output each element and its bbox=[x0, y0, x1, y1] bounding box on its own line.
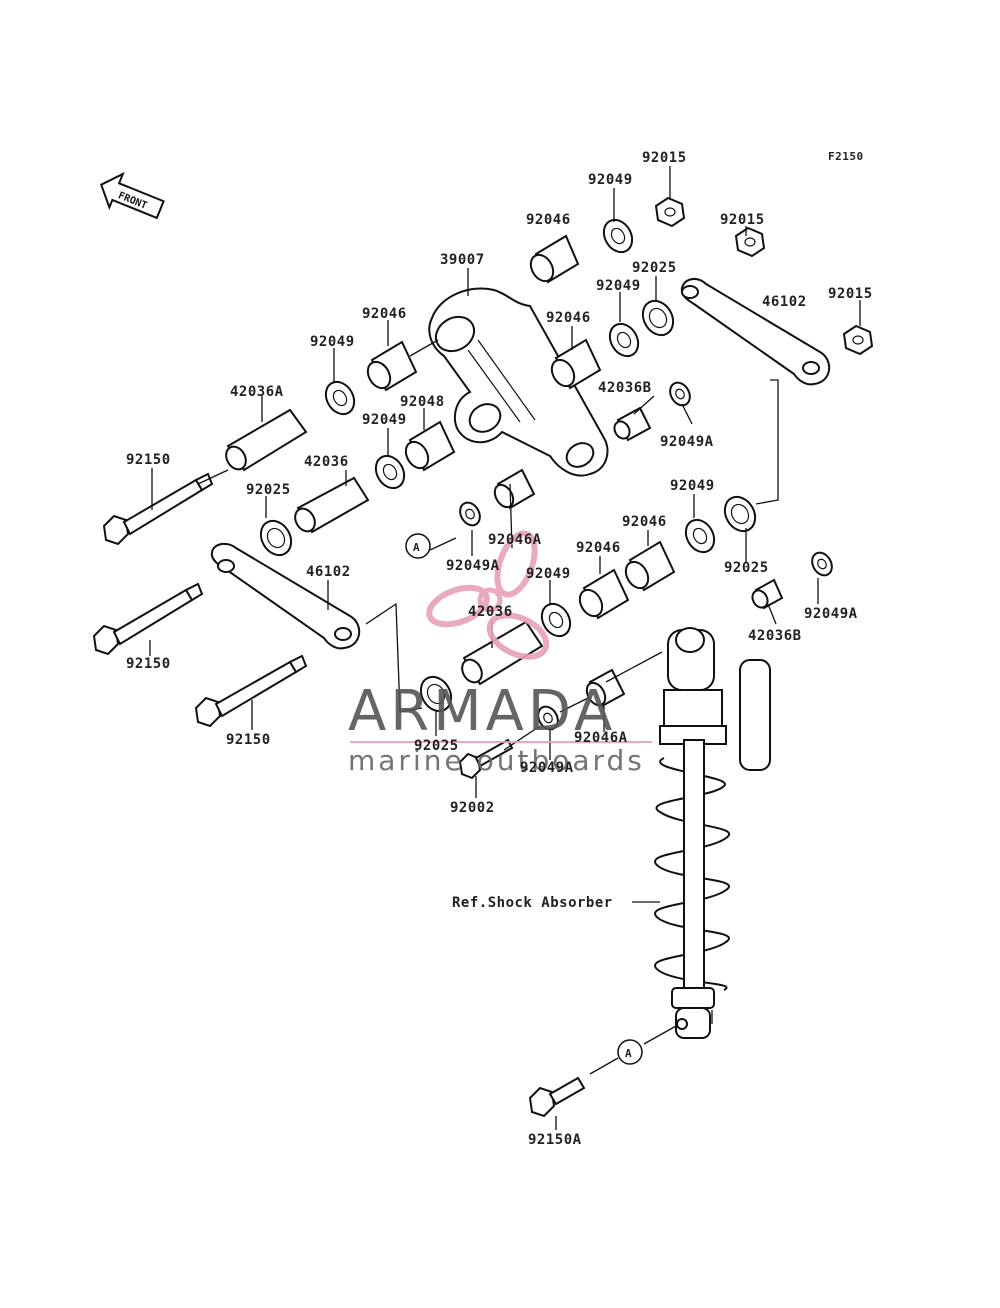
label-92049: 92049 bbox=[670, 478, 715, 494]
label-92015: 92015 bbox=[828, 286, 873, 302]
bearing-92046-right bbox=[624, 540, 676, 592]
label-92025: 92025 bbox=[632, 260, 677, 276]
label-42036b: 42036B bbox=[598, 380, 652, 396]
bolt-92150a bbox=[528, 1076, 586, 1118]
bearing-92046-left bbox=[366, 340, 418, 392]
callout-a-upper-letter: A bbox=[413, 541, 420, 554]
label-92048: 92048 bbox=[400, 394, 445, 410]
bearing-92046-mid bbox=[550, 338, 602, 390]
bearing-92046a-upper bbox=[493, 468, 536, 510]
label-42036: 42036 bbox=[468, 604, 513, 620]
bolt-92002 bbox=[458, 738, 514, 780]
label-39007: 39007 bbox=[440, 252, 485, 268]
watermark: ARMADA marine outboards bbox=[348, 530, 652, 777]
label-92046: 92046 bbox=[576, 540, 621, 556]
bolt-92150-middle bbox=[92, 582, 204, 656]
sleeve-42036-center bbox=[461, 620, 544, 686]
shock-absorber bbox=[654, 627, 771, 1039]
tie-rod-46102-upper bbox=[680, 277, 830, 386]
front-arrow-icon: FRONT bbox=[100, 171, 165, 220]
label-92049a: 92049A bbox=[446, 558, 500, 574]
label-92049a: 92049A bbox=[660, 434, 714, 450]
label-92049: 92049 bbox=[526, 566, 571, 582]
label-ref-shock-absorber: Ref.Shock Absorber bbox=[452, 895, 613, 911]
propeller-logo-icon bbox=[426, 530, 550, 660]
label-42036b: 42036B bbox=[748, 628, 802, 644]
part-labels: 92015 92049 92046 92015 39007 92025 9204… bbox=[126, 150, 873, 1148]
label-92046: 92046 bbox=[526, 212, 571, 228]
label-92150a: 92150A bbox=[528, 1132, 582, 1148]
sleeve-42036a bbox=[225, 408, 308, 472]
label-92015: 92015 bbox=[720, 212, 765, 228]
label-92049: 92049 bbox=[596, 278, 641, 294]
label-46102: 46102 bbox=[762, 294, 807, 310]
label-92046: 92046 bbox=[622, 514, 667, 530]
tie-rod-46102-lower bbox=[210, 542, 360, 650]
callout-a-lower: A bbox=[617, 1039, 643, 1065]
label-92150: 92150 bbox=[126, 452, 171, 468]
label-92025: 92025 bbox=[724, 560, 769, 576]
leader-lines bbox=[149, 166, 861, 1130]
label-42036a: 42036A bbox=[230, 384, 284, 400]
label-92025: 92025 bbox=[414, 738, 459, 754]
label-92046: 92046 bbox=[362, 306, 407, 322]
label-92015: 92015 bbox=[642, 150, 687, 166]
label-92049a: 92049A bbox=[520, 760, 574, 776]
label-92049a: 92049A bbox=[804, 606, 858, 622]
label-92046: 92046 bbox=[546, 310, 591, 326]
label-46102: 46102 bbox=[306, 564, 351, 580]
bearing-92048 bbox=[404, 420, 456, 472]
label-92049: 92049 bbox=[310, 334, 355, 350]
bolt-92150-upper bbox=[102, 472, 214, 546]
rocker-arm-39007 bbox=[428, 287, 609, 477]
label-92150: 92150 bbox=[126, 656, 171, 672]
label-92046a: 92046A bbox=[488, 532, 542, 548]
label-92046a: 92046A bbox=[574, 730, 628, 746]
sleeve-42036b-lower bbox=[751, 578, 784, 610]
callout-a-lower-letter: A bbox=[625, 1047, 632, 1060]
bearing-92046a-lower bbox=[585, 668, 626, 708]
label-42036: 42036 bbox=[304, 454, 349, 470]
label-92002: 92002 bbox=[450, 800, 495, 816]
bearing-92046-low bbox=[578, 568, 630, 620]
figure-code: F2150 bbox=[828, 150, 864, 163]
watermark-brand: ARMADA bbox=[348, 679, 616, 744]
bolt-92150-lower bbox=[194, 654, 308, 728]
sleeve-42036b-upper bbox=[613, 406, 652, 442]
sleeve-42036-left bbox=[294, 476, 370, 534]
seals-washers bbox=[259, 196, 874, 731]
bearing-92046-top bbox=[529, 234, 580, 284]
callout-a-upper: A bbox=[405, 533, 431, 559]
watermark-tagline: marine outboards bbox=[348, 744, 645, 777]
label-92049: 92049 bbox=[362, 412, 407, 428]
label-92150: 92150 bbox=[226, 732, 271, 748]
label-92049: 92049 bbox=[588, 172, 633, 188]
label-92025: 92025 bbox=[246, 482, 291, 498]
